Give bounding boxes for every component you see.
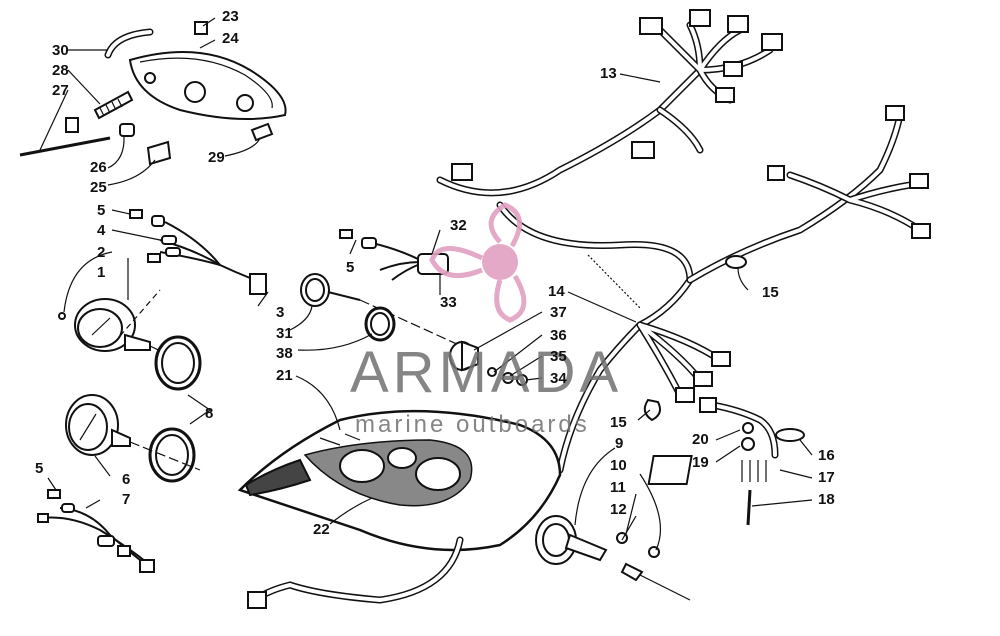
callout-1: 1 [97,264,105,281]
callout-6: 6 [122,471,130,488]
callout-36: 36 [550,327,567,344]
callout-30: 30 [52,42,69,59]
callout-11: 11 [610,479,626,496]
callout-35: 35 [550,348,567,365]
callout-15-lower: 15 [610,414,627,431]
callout-23: 23 [222,8,239,25]
callout-21: 21 [276,367,293,384]
callout-24: 24 [222,30,239,47]
wiring-harness-upper [436,9,783,197]
callout-25: 25 [90,179,107,196]
callout-8: 8 [205,405,213,422]
callout-33: 33 [440,294,457,311]
callout-5-lower: 5 [35,460,43,477]
callout-15-upper: 15 [762,284,779,301]
callout-34: 34 [550,370,567,387]
callout-9: 9 [615,435,623,452]
watermark: ARMADA marine outboards [350,202,622,438]
dashboard-console [237,375,562,552]
callout-5-middle: 5 [346,259,354,276]
callout-4: 4 [97,222,106,239]
tachometer-gauge [65,394,201,477]
callout-32: 32 [450,217,467,234]
small-gauge-parts [289,273,543,386]
callout-20: 20 [692,431,709,448]
callout-12: 12 [610,501,627,518]
callout-26: 26 [90,159,107,176]
callout-37: 37 [550,304,567,321]
callout-28: 28 [52,62,69,79]
callout-13: 13 [600,65,617,82]
lower-cable-assembly [247,398,691,609]
callout-7: 7 [122,491,130,508]
wiring-harness-main [496,105,931,474]
watermark-title: ARMADA [350,340,622,405]
callout-18: 18 [818,491,835,508]
callout-14: 14 [548,283,565,300]
callout-labels: 23 24 30 28 27 26 25 29 13 5 4 2 1 3 32 … [35,8,835,538]
callout-29: 29 [208,149,225,166]
headlight-assembly [19,21,287,166]
gauge-wiring-lower-left [37,477,155,573]
propeller-logo [429,202,527,323]
leaders-top-left [39,17,261,186]
callout-16: 16 [818,447,835,464]
callout-27: 27 [52,82,69,99]
callout-38: 38 [276,345,293,362]
callout-17: 17 [818,469,835,486]
gauge-wiring-upper-left [111,209,269,307]
speedometer-gauge [58,251,201,371]
regulator-assembly [587,254,813,526]
callout-3: 3 [276,304,284,321]
callout-10: 10 [610,457,627,474]
callout-31: 31 [276,325,293,342]
callout-19: 19 [692,454,709,471]
callout-2: 2 [97,244,105,261]
gauge-rings [148,335,212,483]
callout-22: 22 [313,521,330,538]
callout-5-upper: 5 [97,202,105,219]
watermark-subtitle: marine outboards [355,411,590,438]
